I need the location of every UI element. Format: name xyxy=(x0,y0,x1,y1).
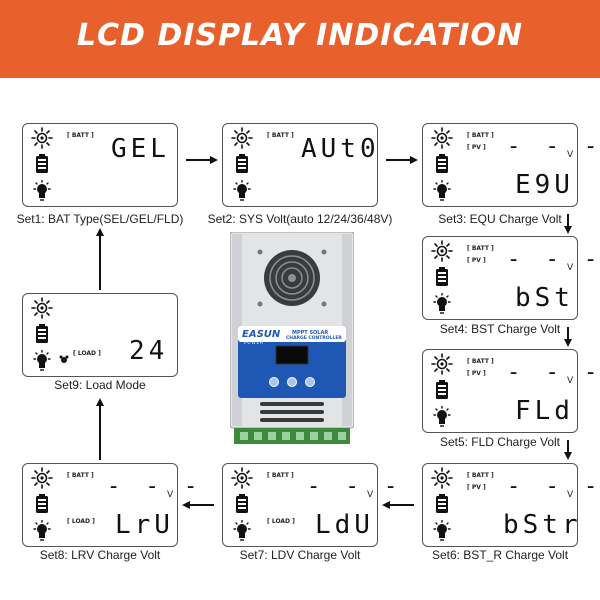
battery-icon xyxy=(431,153,453,175)
sun-icon xyxy=(431,353,453,375)
lcd-dashes: - - - xyxy=(507,360,600,385)
caption-set5: Set5: FLD Charge Volt xyxy=(439,435,561,449)
volt-unit: V xyxy=(167,490,174,500)
sun-icon xyxy=(431,240,453,262)
caption-set7: Set7: LDV Charge Volt xyxy=(239,548,361,562)
device-model-line2: CHARGE CONTROLLER xyxy=(286,336,342,341)
lcd-dashes: - - - xyxy=(507,134,600,159)
caption-set4: Set4: BST Charge Volt xyxy=(439,322,561,336)
sun-icon xyxy=(31,297,53,319)
caption-set9: Set9: Load Mode xyxy=(54,378,146,392)
device-brand: EASUN xyxy=(242,329,281,340)
lcd-panel-set4: [ BATT ] [ PV ] - - - V bSt xyxy=(422,236,597,320)
load-mode-icon xyxy=(59,352,69,363)
batt-tag: [ BATT ] xyxy=(467,132,494,139)
volt-unit: V xyxy=(567,150,574,160)
load-tag: [ LOAD ] xyxy=(73,350,101,357)
caption-set6: Set6: BST_R Charge Volt xyxy=(431,548,569,562)
sun-icon xyxy=(31,127,53,149)
lcd-panel-set8: [ BATT ] - - - V [ LOAD ] LrU xyxy=(22,463,197,547)
batt-tag: [ BATT ] xyxy=(267,472,294,479)
bulb-icon xyxy=(31,180,53,202)
bulb-icon xyxy=(431,180,453,202)
device-brand-sub: POWER xyxy=(244,340,264,345)
sun-icon xyxy=(431,127,453,149)
lcd-dashes: - - - xyxy=(107,474,204,499)
volt-unit: V xyxy=(567,263,574,273)
battery-icon xyxy=(231,153,253,175)
lcd-readout: AUt0 xyxy=(301,134,380,164)
sun-icon xyxy=(31,467,53,489)
lcd-readout: 24 xyxy=(129,336,169,366)
lcd-panel-set2: [ BATT ] AUt0 xyxy=(222,123,378,207)
pv-tag: [ PV ] xyxy=(467,484,486,491)
caption-set1: Set1: BAT Type(SEL/GEL/FLD) xyxy=(16,212,184,226)
lcd-readout: bSt xyxy=(515,283,574,313)
lcd-panel-set6: [ BATT ] [ PV ] - - - V bStr xyxy=(422,463,597,547)
load-tag: [ LOAD ] xyxy=(267,518,295,525)
bulb-icon xyxy=(431,406,453,428)
bulb-icon xyxy=(431,293,453,315)
battery-icon xyxy=(31,493,53,515)
lcd-panel-set3: [ BATT ] [ PV ] - - - V E9U xyxy=(422,123,597,207)
lcd-dashes: - - - xyxy=(507,474,600,499)
volt-unit: V xyxy=(567,490,574,500)
lcd-dashes: - - - xyxy=(307,474,404,499)
caption-set3: Set3: EQU Charge Volt xyxy=(438,212,562,226)
bulb-icon xyxy=(231,180,253,202)
lcd-readout: GEL xyxy=(111,134,170,164)
sun-icon xyxy=(231,467,253,489)
battery-icon xyxy=(231,493,253,515)
volt-unit: V xyxy=(367,490,374,500)
batt-tag: [ BATT ] xyxy=(467,358,494,365)
bulb-icon xyxy=(231,520,253,542)
lcd-panel-set5: [ BATT ] [ PV ] - - - V FLd xyxy=(422,349,597,433)
charge-controller-device: EASUN POWER MPPT SOLAR CHARGE CONTROLLER xyxy=(229,231,355,446)
sun-icon xyxy=(231,127,253,149)
batt-tag: [ BATT ] xyxy=(67,132,94,139)
batt-tag: [ BATT ] xyxy=(67,472,94,479)
lcd-dashes: - - - xyxy=(507,247,600,272)
volt-unit: V xyxy=(567,376,574,386)
sun-icon xyxy=(431,467,453,489)
bulb-icon xyxy=(31,520,53,542)
lcd-readout: LdU xyxy=(315,510,374,540)
battery-icon xyxy=(31,323,53,345)
header-banner: LCD DISPLAY INDICATION xyxy=(0,0,600,78)
banner-title: LCD DISPLAY INDICATION xyxy=(76,18,524,53)
bulb-icon xyxy=(431,520,453,542)
lcd-readout: E9U xyxy=(515,170,574,200)
battery-icon xyxy=(431,379,453,401)
lcd-panel-set7: [ BATT ] - - - V [ LOAD ] LdU xyxy=(222,463,397,547)
device-model-line1: MPPT SOLAR xyxy=(292,330,329,336)
batt-tag: [ BATT ] xyxy=(467,472,494,479)
caption-set2: Set2: SYS Volt(auto 12/24/36/48V) xyxy=(207,212,393,226)
lcd-readout: bStr xyxy=(503,510,582,540)
pv-tag: [ PV ] xyxy=(467,370,486,377)
caption-set8: Set8: LRV Charge Volt xyxy=(39,548,161,562)
pv-tag: [ PV ] xyxy=(467,257,486,264)
lcd-panel-set9: [ LOAD ] 24 xyxy=(22,293,178,377)
batt-tag: [ BATT ] xyxy=(267,132,294,139)
lcd-panel-set1: [ BATT ] GEL xyxy=(22,123,178,207)
pv-tag: [ PV ] xyxy=(467,144,486,151)
battery-icon xyxy=(431,493,453,515)
battery-icon xyxy=(31,153,53,175)
batt-tag: [ BATT ] xyxy=(467,245,494,252)
bulb-icon xyxy=(31,350,53,372)
lcd-readout: FLd xyxy=(515,396,574,426)
lcd-readout: LrU xyxy=(115,510,174,540)
load-tag: [ LOAD ] xyxy=(67,518,95,525)
battery-icon xyxy=(431,266,453,288)
